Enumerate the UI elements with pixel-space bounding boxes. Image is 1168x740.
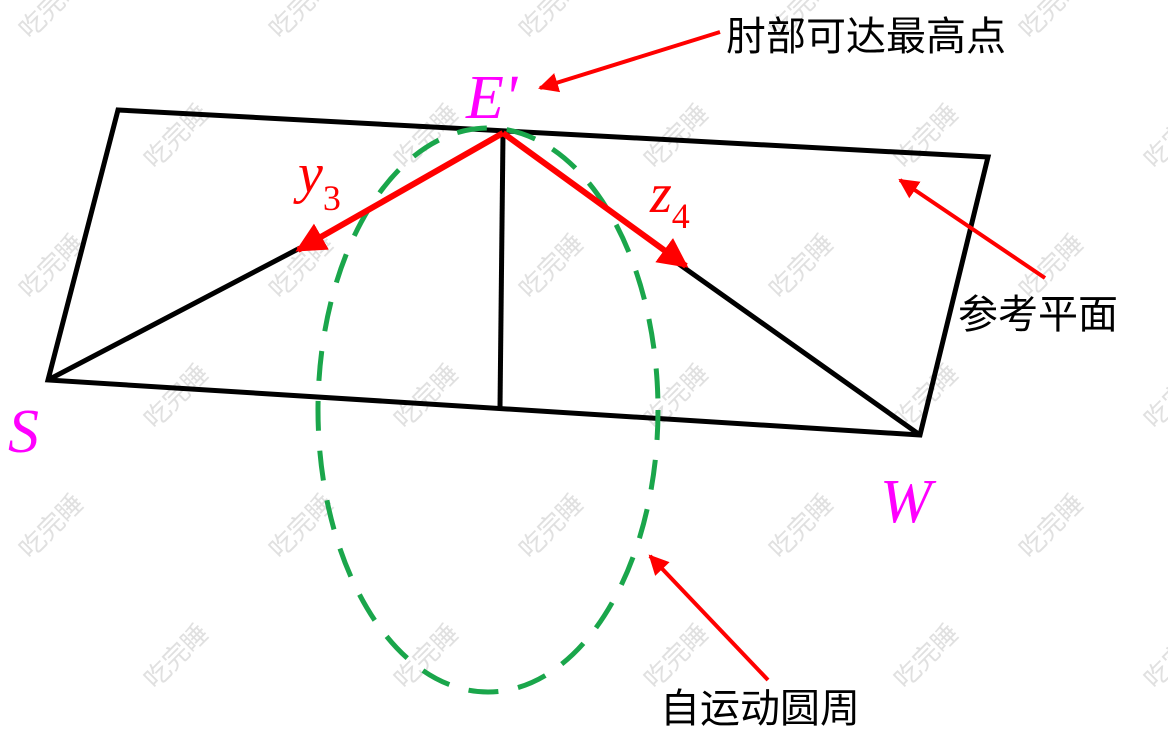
arrow-elbow-peak xyxy=(538,30,721,93)
label-self-motion-circle: 自运动圆周 xyxy=(660,686,860,732)
watermark-text: 吃完睡 xyxy=(1139,619,1168,695)
watermark-text: 吃完睡 xyxy=(1014,0,1090,45)
line-z4-to-w xyxy=(674,259,922,438)
watermark-text: 吃完睡 xyxy=(514,229,590,305)
vector-z4 xyxy=(501,130,689,269)
watermark-text: 吃完睡 xyxy=(514,0,590,45)
watermark-text: 吃完睡 xyxy=(264,229,340,305)
watermark-text: 吃完睡 xyxy=(139,619,215,695)
point-label-w: W xyxy=(880,468,937,536)
line-s-to-y3 xyxy=(46,245,302,383)
watermark-text: 吃完睡 xyxy=(889,619,965,695)
watermark-text: 吃完睡 xyxy=(639,619,715,695)
watermark-text: 吃完睡 xyxy=(14,0,90,45)
watermark-text: 吃完睡 xyxy=(764,489,840,565)
watermark-text: 吃完睡 xyxy=(514,489,590,565)
vector-label-z4: z4 xyxy=(649,163,690,236)
label-reference-plane: 参考平面 xyxy=(958,292,1118,338)
watermark-text: 吃完睡 xyxy=(389,359,465,435)
label-elbow-peak: 肘部可达最高点 xyxy=(726,14,1006,60)
vector-label-y3: y3 xyxy=(293,143,341,218)
point-label-e: E' xyxy=(465,64,519,132)
watermark-text: 吃完睡 xyxy=(1139,99,1168,175)
watermark-text: 吃完睡 xyxy=(264,0,340,45)
watermark-text: 吃完睡 xyxy=(889,99,965,175)
line-e-vertical xyxy=(497,132,506,409)
watermark-layer: 吃完睡吃完睡吃完睡吃完睡吃完睡吃完睡吃完睡吃完睡吃完睡吃完睡吃完睡吃完睡吃完睡吃… xyxy=(14,0,1168,695)
point-label-s: S xyxy=(8,398,39,466)
watermark-text: 吃完睡 xyxy=(14,489,90,565)
watermark-text: 吃完睡 xyxy=(139,359,215,435)
watermark-text: 吃完睡 xyxy=(1139,359,1168,435)
self-motion-circle xyxy=(315,125,661,695)
arrow-reference-plane xyxy=(898,178,1047,280)
watermark-text: 吃完睡 xyxy=(764,229,840,305)
watermark-text: 吃完睡 xyxy=(1014,489,1090,565)
arrow-self-motion-circle xyxy=(648,554,770,682)
vector-y3 xyxy=(295,130,505,253)
watermark-text: 吃完睡 xyxy=(389,619,465,695)
